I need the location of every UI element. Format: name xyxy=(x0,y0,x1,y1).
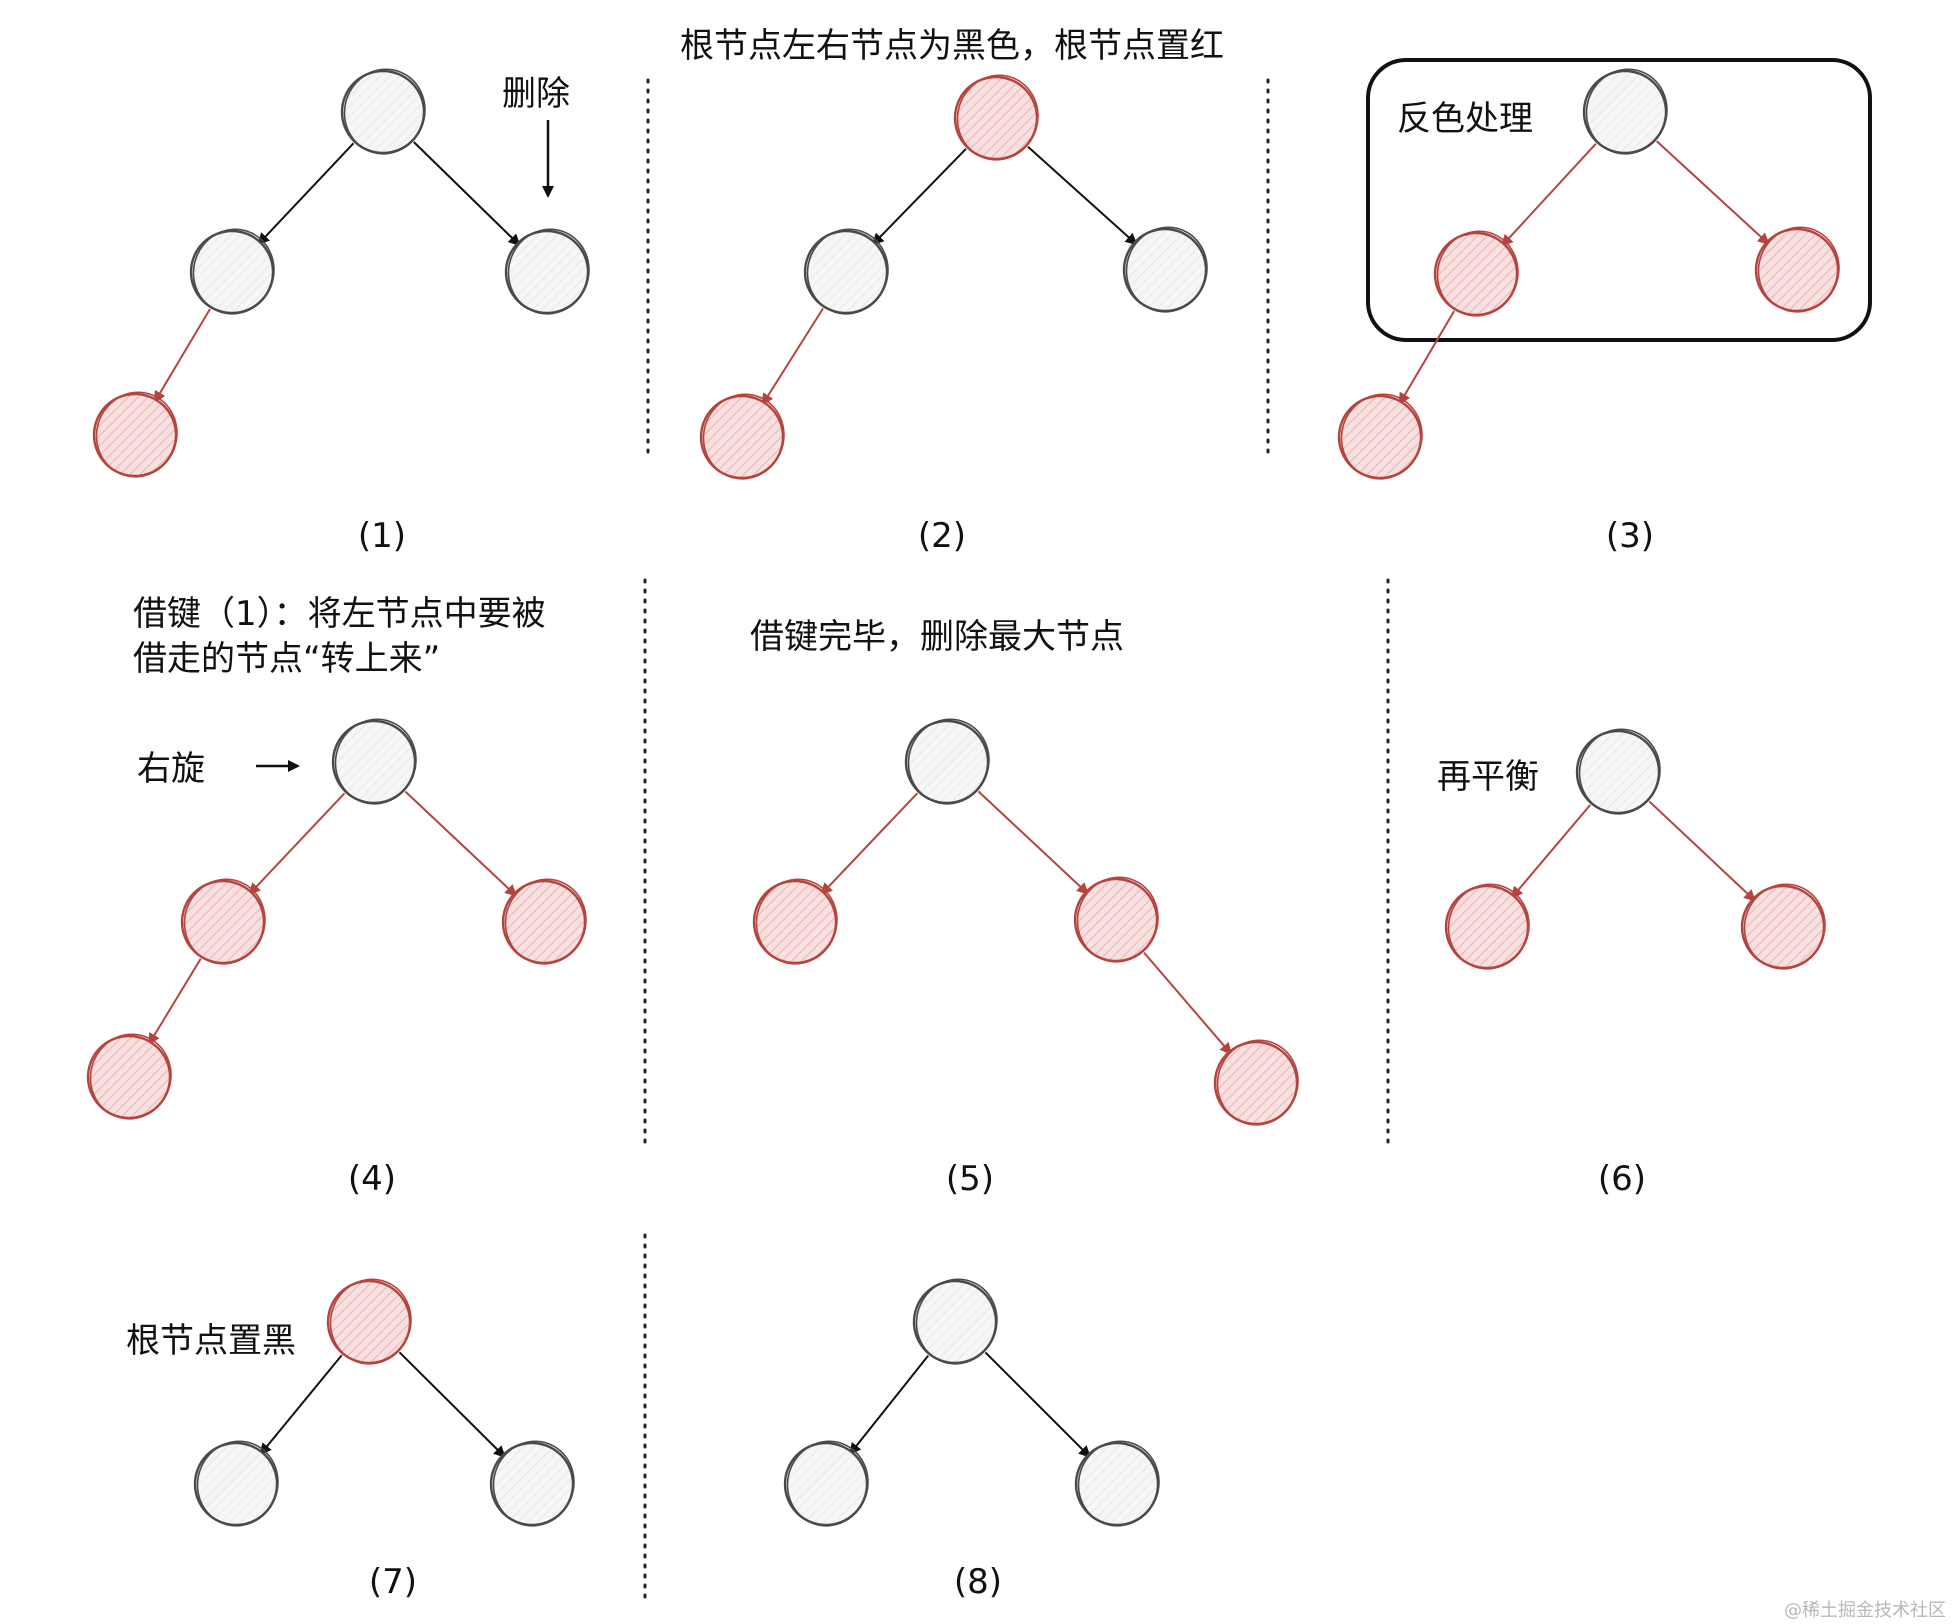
edge-p5-root-right xyxy=(977,790,1089,895)
red-node-p3-leftleft xyxy=(1337,393,1423,480)
edge-p7-root-left xyxy=(259,1354,343,1456)
red-node-p6-right xyxy=(1740,883,1826,970)
tree-nodes xyxy=(86,68,1840,1527)
black-node-p4-root xyxy=(331,718,417,805)
caption-3: (3) xyxy=(1606,516,1654,556)
black-node-p6-root xyxy=(1575,728,1661,815)
edge-p3-root-left xyxy=(1501,142,1597,247)
dividers xyxy=(643,78,1390,1607)
note-rotate-right: 右旋 xyxy=(137,749,205,789)
note-root-red: 根节点左右节点为黑色，根节点置红 xyxy=(680,26,1224,66)
black-node-p1-left xyxy=(189,228,275,315)
caption-1: (1) xyxy=(358,516,406,556)
black-node-p8-right xyxy=(1074,1440,1160,1527)
red-node-p4-right xyxy=(501,878,587,965)
caption-8: (8) xyxy=(954,1562,1002,1602)
note-rebalance: 再平衡 xyxy=(1437,757,1539,797)
red-node-p4-leftleft xyxy=(86,1033,172,1120)
edge-p8-root-left xyxy=(849,1355,929,1456)
note-borrow-line2: 借走的节点“转上来” xyxy=(133,639,440,679)
caption-5: (5) xyxy=(946,1159,994,1199)
edge-p1-root-left xyxy=(257,142,355,246)
black-node-p3-root xyxy=(1582,68,1668,155)
black-node-p7-right xyxy=(489,1440,575,1527)
edge-p3-root-right xyxy=(1655,140,1770,245)
note-borrow-line1: 借键（1）：将左节点中要被 xyxy=(133,594,546,634)
red-node-p2-root xyxy=(953,74,1039,161)
black-node-p1-root xyxy=(340,68,426,155)
edge-p6-root-right xyxy=(1648,800,1757,902)
tree-edges xyxy=(148,140,1770,1458)
caption-7: (7) xyxy=(369,1562,417,1602)
red-node-p3-left xyxy=(1433,230,1519,317)
edge-p4-left-leftleft xyxy=(148,958,202,1046)
black-node-p1-right xyxy=(504,228,590,315)
red-node-p5-right xyxy=(1073,876,1159,963)
edge-p1-left-leftleft xyxy=(153,308,211,404)
edge-p5-right-rightright xyxy=(1143,951,1232,1055)
edge-p2-root-right xyxy=(1027,146,1138,246)
edge-p4-root-left xyxy=(248,792,346,896)
black-node-p2-right xyxy=(1122,226,1208,313)
edge-p5-root-left xyxy=(820,792,919,896)
note-borrow-done: 借键完毕，删除最大节点 xyxy=(750,617,1124,657)
black-node-p7-left xyxy=(193,1440,279,1527)
edge-p8-root-right xyxy=(984,1351,1091,1458)
edge-p3-left-leftleft xyxy=(1398,310,1456,406)
edge-p2-root-left xyxy=(871,148,967,246)
caption-4: (4) xyxy=(348,1159,396,1199)
edge-p7-root-right xyxy=(398,1351,506,1458)
caption-2: (2) xyxy=(918,516,966,556)
note-delete: 删除 xyxy=(502,74,570,114)
edge-p6-root-left xyxy=(1510,804,1592,899)
red-node-p4-left xyxy=(180,878,266,965)
edge-p4-root-right xyxy=(404,790,518,897)
note-invert-colors: 反色处理 xyxy=(1397,99,1533,139)
black-node-p5-root xyxy=(904,718,990,805)
red-node-p1-leftleft xyxy=(92,391,178,478)
red-node-p3-right xyxy=(1754,226,1840,313)
red-node-p7-root xyxy=(326,1278,412,1365)
watermark: @稀土掘金技术社区 xyxy=(1784,1600,1946,1621)
black-node-p8-left xyxy=(783,1440,869,1527)
red-node-p5-rightright xyxy=(1213,1039,1299,1126)
edge-p2-left-leftleft xyxy=(761,307,824,406)
edge-p1-root-right xyxy=(413,141,521,247)
red-node-p6-left xyxy=(1444,883,1530,970)
caption-6: (6) xyxy=(1598,1159,1646,1199)
black-node-p2-left xyxy=(803,228,889,315)
note-root-black: 根节点置黑 xyxy=(126,1321,296,1361)
red-node-p2-leftleft xyxy=(699,393,785,480)
invert-colors-box xyxy=(1366,58,1872,342)
red-node-p5-left xyxy=(752,878,838,965)
black-node-p8-root xyxy=(912,1278,998,1365)
